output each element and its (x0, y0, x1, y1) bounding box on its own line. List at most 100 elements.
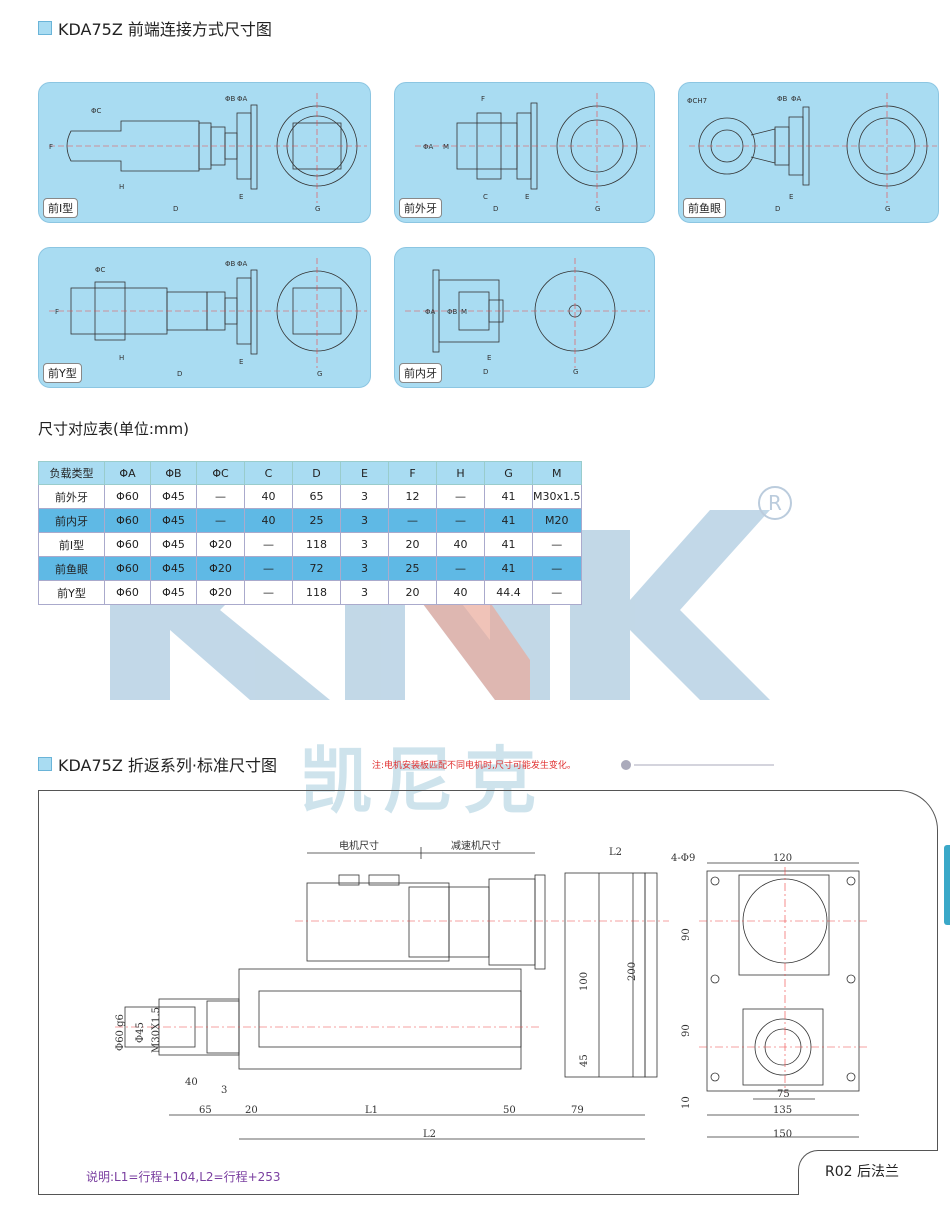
dim-75: 75 (777, 1089, 790, 1100)
svg-text:ΦA: ΦA (237, 95, 248, 103)
svg-text:ΦB: ΦB (777, 95, 788, 103)
table-cell: — (436, 556, 485, 581)
dim-90-lower: 90 (681, 1024, 692, 1037)
dim-l1: L1 (365, 1105, 378, 1116)
dim-120: 120 (773, 853, 792, 864)
table-cell: 前Y型 (38, 580, 105, 605)
table-cell: — (532, 532, 582, 557)
table-header-row: 负载类型 ΦA ΦB ΦC C D E F H G M (38, 461, 582, 485)
svg-text:H: H (119, 183, 124, 191)
formula-explanation: 说明:L1=行程+104,L2=行程+253 (86, 1170, 281, 1184)
svg-text:ΦC: ΦC (95, 266, 106, 274)
table-header: C (244, 461, 293, 485)
table-cell: 3 (340, 580, 389, 605)
table-cell: 40 (244, 484, 293, 509)
table-cell: 41 (484, 484, 533, 509)
table-cell: Φ45 (150, 532, 197, 557)
table-header: G (484, 461, 533, 485)
table-header: E (340, 461, 389, 485)
svg-text:E: E (239, 193, 243, 201)
table-cell: — (244, 532, 293, 557)
table-cell: 前内牙 (38, 508, 105, 533)
front-section-title-text: KDA75Z 前端连接方式尺寸图 (58, 20, 272, 39)
table-cell: Φ45 (150, 580, 197, 605)
table-cell: 20 (388, 532, 437, 557)
table-cell: — (532, 580, 582, 605)
table-cell: 40 (244, 508, 293, 533)
table-cell: 65 (292, 484, 341, 509)
table-header: F (388, 461, 437, 485)
panel-label: 前内牙 (399, 363, 442, 383)
table-cell: — (436, 484, 485, 509)
svg-text:ΦC: ΦC (91, 107, 102, 115)
fold-section-title-text: KDA75Z 折返系列·标准尺寸图 (58, 756, 277, 775)
table-header: H (436, 461, 485, 485)
svg-text:F: F (49, 143, 53, 151)
table-header: D (292, 461, 341, 485)
table-cell: Φ60 (104, 484, 151, 509)
table-cell: 3 (340, 484, 389, 509)
table-cell: 前鱼眼 (38, 556, 105, 581)
table-cell: 118 (292, 580, 341, 605)
svg-text:ΦB: ΦB (225, 95, 236, 103)
table-cell: Φ45 (150, 484, 197, 509)
table-cell: 20 (388, 580, 437, 605)
panel-label: 前Y型 (43, 363, 82, 383)
table-header: ΦB (150, 461, 197, 485)
svg-text:D: D (493, 205, 498, 213)
table-cell: 118 (292, 532, 341, 557)
table-cell: Φ45 (150, 556, 197, 581)
dim-20: 20 (245, 1105, 258, 1116)
table-cell: Φ60 (104, 556, 151, 581)
svg-text:ΦA: ΦA (791, 95, 802, 103)
svg-text:D: D (173, 205, 178, 213)
table-header: 负载类型 (38, 461, 105, 485)
svg-text:G: G (595, 205, 600, 213)
table-header: M (532, 461, 582, 485)
dim-45: 45 (579, 1054, 590, 1067)
side-tab (944, 845, 950, 925)
table-cell: M30x1.5 (532, 484, 582, 509)
table-header: ΦA (104, 461, 151, 485)
svg-text:E: E (239, 358, 243, 366)
table-cell: 前外牙 (38, 484, 105, 509)
svg-text:C: C (483, 193, 488, 201)
table-cell: Φ45 (150, 508, 197, 533)
note-decor-line (621, 760, 774, 770)
table-cell: 3 (340, 556, 389, 581)
dim-65: 65 (199, 1105, 212, 1116)
table-cell: 72 (292, 556, 341, 581)
table-cell: Φ20 (196, 556, 245, 581)
svg-text:F: F (55, 308, 59, 316)
dim-79: 79 (571, 1105, 584, 1116)
table-cell: — (436, 508, 485, 533)
svg-text:D: D (775, 205, 780, 213)
registered-mark: R (758, 486, 792, 520)
section-square-icon (38, 757, 52, 771)
dim-135: 135 (773, 1105, 792, 1116)
table-cell: — (196, 508, 245, 533)
svg-text:H: H (119, 354, 124, 362)
section-square-icon (38, 21, 52, 35)
table-title: 尺寸对应表(单位:mm) (38, 420, 189, 438)
fold-section-title: KDA75Z 折返系列·标准尺寸图 (38, 752, 277, 776)
table-cell: 41 (484, 508, 533, 533)
table-cell: 40 (436, 532, 485, 557)
svg-text:D: D (483, 368, 488, 376)
dim-phi45: Φ45 (135, 1022, 146, 1043)
table-cell: 41 (484, 532, 533, 557)
svg-text:E: E (487, 354, 491, 362)
table-cell: 3 (340, 532, 389, 557)
svg-text:ΦB: ΦB (225, 260, 236, 268)
